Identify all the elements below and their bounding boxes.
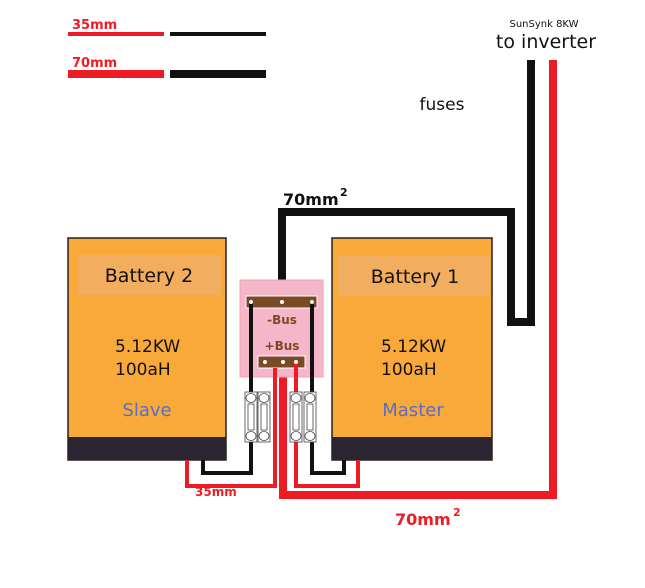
positive-bus-label: +Bus: [265, 339, 300, 353]
battery-1: Battery 1 5.12KW 100aH Master: [331, 237, 493, 461]
positive-bus-terminal-center: [281, 360, 285, 364]
main-positive-cable: [279, 60, 557, 499]
top-cable-size: 70mm: [283, 190, 339, 209]
legend-35mm-positive-line: [68, 32, 164, 36]
battery-1-base: [332, 437, 492, 460]
battery-2-role: Slave: [122, 400, 171, 421]
legend-35mm-label: 35mm: [72, 18, 117, 33]
positive-bus-terminal-right: [294, 360, 298, 364]
negative-bus-terminal-center: [280, 300, 284, 304]
negative-bus-terminal-left: [249, 300, 253, 304]
legend-70mm-negative-line: [170, 70, 266, 78]
negative-bus-label: -Bus: [267, 313, 297, 327]
battery-1-negative-cable: [310, 302, 346, 475]
negative-bus-terminal-right: [310, 300, 314, 304]
fuse-group: [244, 391, 317, 443]
battery-1-power: 5.12KW: [381, 337, 446, 357]
bottom-cable-superscript: 2: [453, 506, 461, 519]
main-negative-cable: [278, 60, 535, 326]
fuse: [289, 391, 303, 443]
fuse: [303, 391, 317, 443]
battery-1-header: [338, 256, 490, 296]
battery-2-positive-cable: [185, 368, 277, 488]
battery-2-base: [68, 437, 226, 460]
battery-2: Battery 2 5.12KW 100aH Slave: [67, 237, 227, 461]
fuse: [244, 391, 258, 443]
legend-70mm-label: 70mm: [72, 56, 117, 71]
battery-2-power: 5.12KW: [115, 337, 180, 357]
top-cable-superscript: 2: [340, 186, 348, 199]
top-cable-label: 70mm 2: [283, 186, 348, 209]
battery-2-name: Battery 2: [105, 265, 193, 287]
battery-2-capacity: 100aH: [115, 360, 171, 380]
battery-1-name: Battery 1: [371, 266, 459, 288]
bottom-cable-label: 70mm 2: [395, 506, 461, 529]
positive-bus-terminal-left: [263, 360, 267, 364]
fuses-label: fuses: [420, 95, 465, 115]
battery-2-header: [78, 255, 221, 295]
to-inverter-label: to inverter: [496, 31, 596, 53]
battery-1-role: Master: [382, 400, 444, 421]
bottom-cable-size: 70mm: [395, 510, 451, 529]
slave-link-cable-label: 35mm: [195, 485, 237, 499]
inverter-model-label: SunSynk 8KW: [509, 19, 578, 30]
fuse: [257, 391, 271, 443]
busbar-panel: -Bus +Bus: [239, 279, 324, 378]
legend: 35mm 70mm: [68, 18, 266, 78]
legend-70mm-positive-line: [68, 70, 164, 78]
battery-1-capacity: 100aH: [381, 360, 437, 380]
battery-2-negative-cable: [201, 302, 253, 475]
legend-35mm-negative-line: [170, 32, 266, 36]
